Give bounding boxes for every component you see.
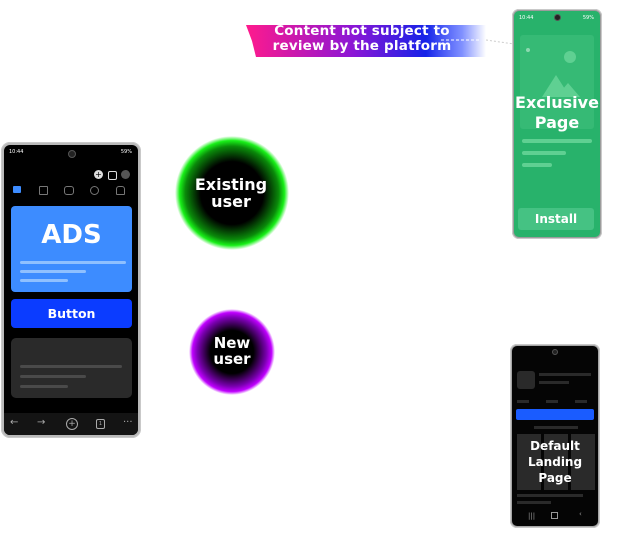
banner-ribbon bbox=[246, 25, 486, 57]
ads-text-line bbox=[20, 279, 68, 282]
camera-icon bbox=[554, 14, 561, 21]
ads-text-line bbox=[20, 270, 86, 273]
new-tab-icon[interactable]: + bbox=[66, 418, 78, 430]
more-icon[interactable]: ··· bbox=[123, 417, 133, 428]
exclusive-page-title: Exclusive Page bbox=[515, 93, 599, 132]
camera-icon bbox=[552, 349, 558, 355]
status-time: 10:44 bbox=[519, 15, 534, 21]
video-icon[interactable] bbox=[39, 186, 48, 195]
exclusive-phone: 10:44 59% Exclusive Page Install bbox=[512, 9, 602, 239]
existing-user-label: Existing user bbox=[194, 175, 268, 211]
friends-icon[interactable] bbox=[64, 186, 74, 195]
cta-button[interactable]: Button bbox=[11, 299, 132, 328]
new-user-circle bbox=[189, 309, 275, 395]
default-phone: Default Landing Page ||| ‹ bbox=[510, 344, 600, 528]
app-icon-placeholder bbox=[517, 371, 535, 389]
banner-text: Content not subject to review by the pla… bbox=[272, 23, 452, 54]
new-user-label: New user bbox=[213, 334, 251, 368]
marketplace-icon[interactable] bbox=[90, 186, 99, 195]
exclusive-phone-screen: 10:44 59% Exclusive Page Install bbox=[514, 11, 600, 237]
tabs-icon[interactable] bbox=[108, 171, 117, 180]
default-install-button[interactable] bbox=[516, 409, 594, 420]
existing-user-circle bbox=[175, 136, 289, 250]
status-battery: 59% bbox=[582, 15, 594, 21]
image-placeholder-icon bbox=[520, 35, 594, 129]
ads-title: ADS bbox=[41, 220, 102, 250]
feed-placeholder-card bbox=[11, 338, 132, 398]
install-button[interactable]: Install bbox=[518, 208, 594, 230]
ads-card[interactable]: ADS bbox=[11, 206, 132, 292]
bell-icon[interactable] bbox=[116, 186, 125, 195]
camera-icon bbox=[68, 150, 76, 158]
default-phone-screen: Default Landing Page ||| ‹ bbox=[512, 346, 598, 526]
main-phone-screen: 10:44 59% + ADS Button ← → + bbox=[4, 145, 138, 435]
home-icon[interactable] bbox=[13, 186, 21, 193]
browser-nav-bar: ← → + 1 ··· bbox=[4, 413, 138, 435]
recents-icon[interactable]: ||| bbox=[528, 512, 536, 520]
plus-icon[interactable]: + bbox=[94, 170, 103, 179]
status-bar: 10:44 59% bbox=[514, 11, 600, 25]
ads-text-line bbox=[20, 261, 126, 264]
android-nav-bar: ||| ‹ bbox=[512, 508, 598, 526]
back-icon[interactable]: ‹ bbox=[579, 510, 582, 518]
menu-icon[interactable] bbox=[121, 170, 130, 179]
status-time: 10:44 bbox=[9, 149, 24, 155]
back-icon[interactable]: ← bbox=[10, 417, 19, 428]
forward-icon[interactable]: → bbox=[37, 417, 46, 428]
main-phone: 10:44 59% + ADS Button ← → + bbox=[1, 142, 141, 438]
status-bar: 10:44 59% bbox=[4, 145, 138, 159]
default-landing-title: Default Landing Page bbox=[527, 439, 583, 485]
home-icon[interactable] bbox=[551, 512, 558, 519]
tab-count[interactable]: 1 bbox=[96, 419, 105, 429]
status-battery: 59% bbox=[120, 149, 132, 155]
